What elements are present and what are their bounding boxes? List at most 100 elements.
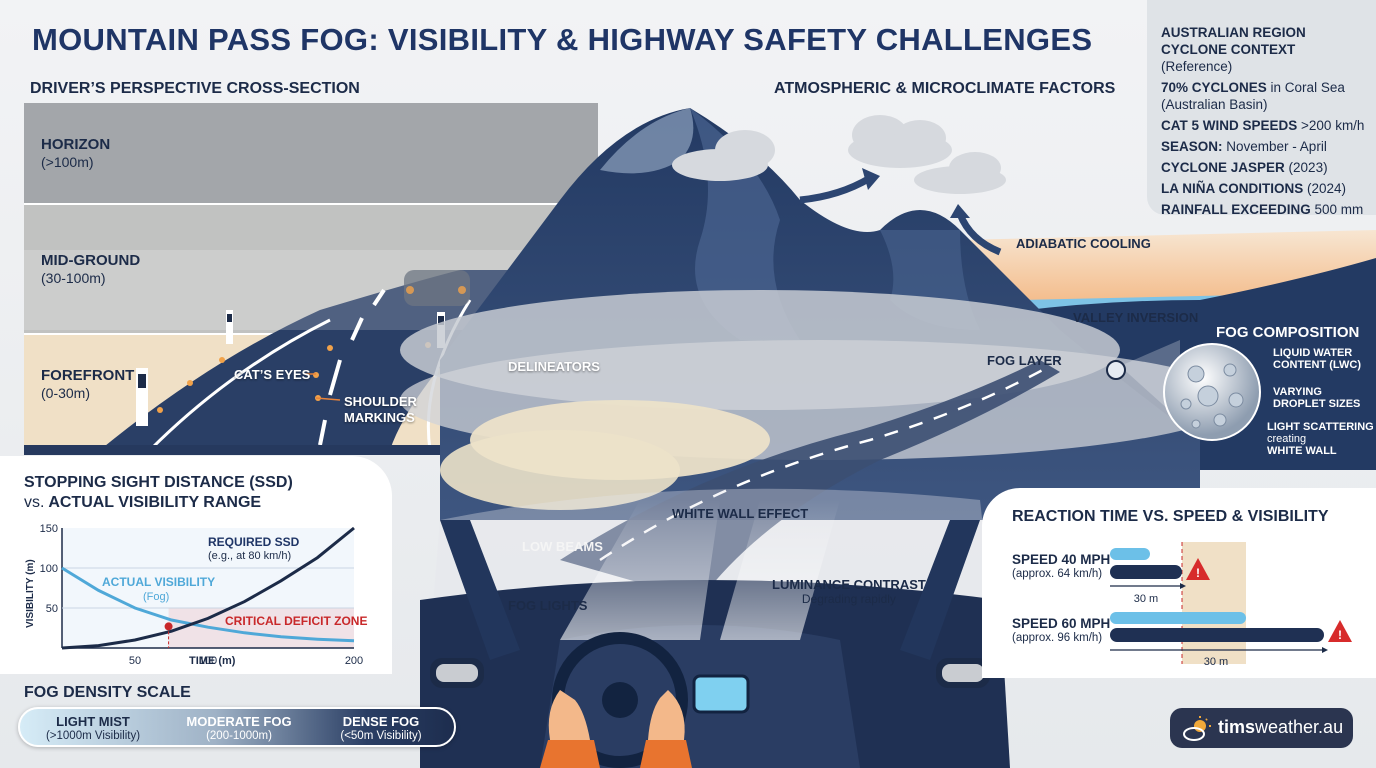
- y-tick-50: 50: [46, 603, 58, 615]
- adiabatic-label: ADIABATIC COOLING: [1016, 236, 1151, 251]
- info-l8-text: (2024): [1307, 181, 1347, 196]
- y-axis-label: VISIBILITY (m): [25, 559, 36, 628]
- speed60-label: SPEED 60 MPH (approx. 96 km/h): [1012, 616, 1110, 646]
- page-title: MOUNTAIN PASS FOG: VISIBILITY & HIGHWAY …: [32, 22, 1093, 57]
- required-ssd-sub: (e.g., at 80 km/h): [208, 550, 291, 562]
- info-l5-text: >200 km/h: [1301, 118, 1365, 133]
- required-ssd-label: REQUIRED SSD: [208, 535, 300, 549]
- speed40-braking-bar: [1110, 565, 1182, 579]
- ssd-title-line1: STOPPING SIGHT DISTANCE (SSD): [24, 474, 293, 491]
- info-l6-text: November - April: [1226, 139, 1327, 154]
- info-line-3: 70% CYCLONES in Coral Sea: [1161, 79, 1366, 96]
- density-scale-bar: LIGHT MIST (>1000m Visibility) MODERATE …: [18, 707, 456, 747]
- fog-lights-label: FOG LIGHTS: [508, 598, 588, 613]
- speed60-sub: (approx. 96 km/h): [1012, 632, 1103, 644]
- speed40-reaction-bar: [1110, 548, 1150, 560]
- speed60-title: SPEED 60 MPH: [1012, 616, 1111, 631]
- y-tick-150: 150: [40, 523, 58, 535]
- zone-horizon-name: HORIZON: [41, 136, 111, 153]
- info-line-4: (Australian Basin): [1161, 96, 1366, 113]
- valley-inversion-label: VALLEY INVERSION: [1073, 310, 1199, 325]
- info-line-2: CYCLONE CONTEXT (Reference): [1161, 41, 1366, 75]
- scatter-label: LIGHT SCATTERING creating WHITE WALL: [1267, 421, 1374, 457]
- density-moderate-name: MODERATE FOG: [186, 714, 292, 729]
- luminance-sub: Degrading rapidly: [801, 592, 896, 606]
- speed40-distance-label: 30 m: [1134, 593, 1158, 605]
- info-l2-bold: CYCLONE CONTEXT: [1161, 42, 1296, 57]
- reaction-diagram: ! 30 m ! 30 m: [1110, 542, 1352, 668]
- x-tick-200: 200: [345, 655, 363, 667]
- warning-icon: [1186, 558, 1210, 580]
- info-l4-text: (Australian Basin): [1161, 97, 1268, 112]
- luminance-title: LUMINANCE CONTRAST: [772, 577, 926, 592]
- reaction-panel: [982, 488, 1376, 678]
- scatter-line2: creating: [1267, 433, 1307, 445]
- info-l5-bold: CAT 5 WIND SPEEDS: [1161, 118, 1298, 133]
- low-beams-label: LOW BEAMS: [522, 539, 603, 554]
- density-light-name: LIGHT MIST: [56, 714, 130, 729]
- actual-visibility-label: ACTUAL VISIBILITY: [102, 575, 215, 589]
- info-line-7: CYCLONE JASPER (2023): [1161, 159, 1366, 176]
- fog-layer-label: FOG LAYER: [987, 353, 1062, 368]
- speed60-reaction-bar: [1110, 612, 1246, 624]
- ssd-chart: 150 100 50 50 100 200 TIME (m) VISIBILIT…: [25, 523, 367, 667]
- timsweather-logo[interactable]: timsweather.au: [1170, 708, 1353, 748]
- speed40-sub: (approx. 64 km/h): [1012, 568, 1103, 580]
- zone-forefront-name: FOREFRONT: [41, 367, 135, 384]
- info-l7-text: (2023): [1288, 160, 1328, 175]
- zone-midground: MID-GROUND (30-100m): [41, 252, 140, 286]
- info-l2-text: (Reference): [1161, 59, 1233, 74]
- cross-section-title: DRIVER’S PERSPECTIVE CROSS-SECTION: [30, 80, 360, 97]
- info-l1-bold: AUSTRALIAN REGION: [1161, 25, 1306, 40]
- warning-icon-mark: !: [1196, 566, 1200, 580]
- sun-cloud-icon: [1183, 716, 1211, 741]
- info-line-1: AUSTRALIAN REGION: [1161, 24, 1366, 41]
- info-l3-bold: 70% CYCLONES: [1161, 80, 1267, 95]
- gridlines: [62, 567, 354, 609]
- x-axis-label: TIME (m): [189, 655, 236, 667]
- density-dense-sub: (<50m Visibility): [340, 730, 422, 742]
- x-tick-50: 50: [129, 655, 141, 667]
- zone-forefront: FOREFRONT (0-30m): [41, 367, 134, 401]
- speed60-arrow-head: [1322, 647, 1328, 653]
- logo-text-normal: weather.au: [1255, 717, 1344, 737]
- info-l3-text: in Coral Sea: [1270, 80, 1345, 95]
- info-line-8: LA NIÑA CONDITIONS (2024): [1161, 180, 1366, 197]
- info-line-5: CAT 5 WIND SPEEDS >200 km/h: [1161, 117, 1366, 134]
- y-tick-100: 100: [40, 563, 58, 575]
- white-wall-label: WHITE WALL EFFECT: [672, 506, 809, 521]
- info-l6-bold: SEASON:: [1161, 139, 1223, 154]
- lwc-line1: LIQUID WATER: [1273, 347, 1353, 359]
- droplet-label: VARYING DROPLET SIZES: [1273, 386, 1360, 410]
- critical-deficit-label: CRITICAL DEFICIT ZONE: [225, 614, 367, 628]
- shoulder-markings-label: SHOULDER MARKINGS: [344, 394, 417, 426]
- delineators-label: DELINEATORS: [508, 359, 600, 374]
- x-tick-100: 100: [199, 655, 217, 667]
- scatter-line1: LIGHT SCATTERING: [1267, 421, 1374, 433]
- luminance-label: LUMINANCE CONTRAST Degrading rapidly: [772, 577, 926, 606]
- cyclone-info-panel: AUSTRALIAN REGION CYCLONE CONTEXT (Refer…: [1147, 0, 1376, 218]
- info-l7-bold: CYCLONE JASPER: [1161, 160, 1285, 175]
- speed40-label: SPEED 40 MPH (approx. 64 km/h): [1012, 552, 1110, 582]
- intersection-point: [164, 622, 173, 631]
- logo-text: timsweather.au: [1218, 717, 1343, 738]
- series-actual-visibility: [61, 566, 355, 643]
- zone-midground-range: (30-100m): [41, 270, 106, 286]
- speed60-distance-label: 30 m: [1204, 656, 1228, 668]
- shoulder-label-line1: SHOULDER: [344, 394, 417, 409]
- info-line-9: RAINFALL EXCEEDING 500 mm: [1161, 201, 1366, 218]
- ssd-title-vs: vs.: [24, 494, 45, 511]
- reaction-title: REACTION TIME VS. SPEED & VISIBILITY: [1012, 508, 1329, 525]
- speed40-arrow-head: [1180, 583, 1186, 589]
- visibility-limit-zone: [1182, 542, 1246, 664]
- info-l9-text: 500 mm: [1314, 202, 1364, 217]
- density-dense-name: DENSE FOG: [342, 714, 420, 729]
- density-dense-fog: DENSE FOG (<50m Visibility): [318, 715, 444, 743]
- zone-forefront-range: (0-30m): [41, 385, 91, 401]
- zone-midground-name: MID-GROUND: [41, 252, 141, 269]
- fog-composition-title: FOG COMPOSITION: [1216, 324, 1360, 341]
- info-l8-bold: LA NIÑA CONDITIONS: [1161, 181, 1304, 196]
- speed40-title: SPEED 40 MPH: [1012, 552, 1111, 567]
- density-title: FOG DENSITY SCALE: [24, 684, 191, 701]
- ssd-title-actual: ACTUAL VISIBILITY RANGE: [48, 494, 262, 511]
